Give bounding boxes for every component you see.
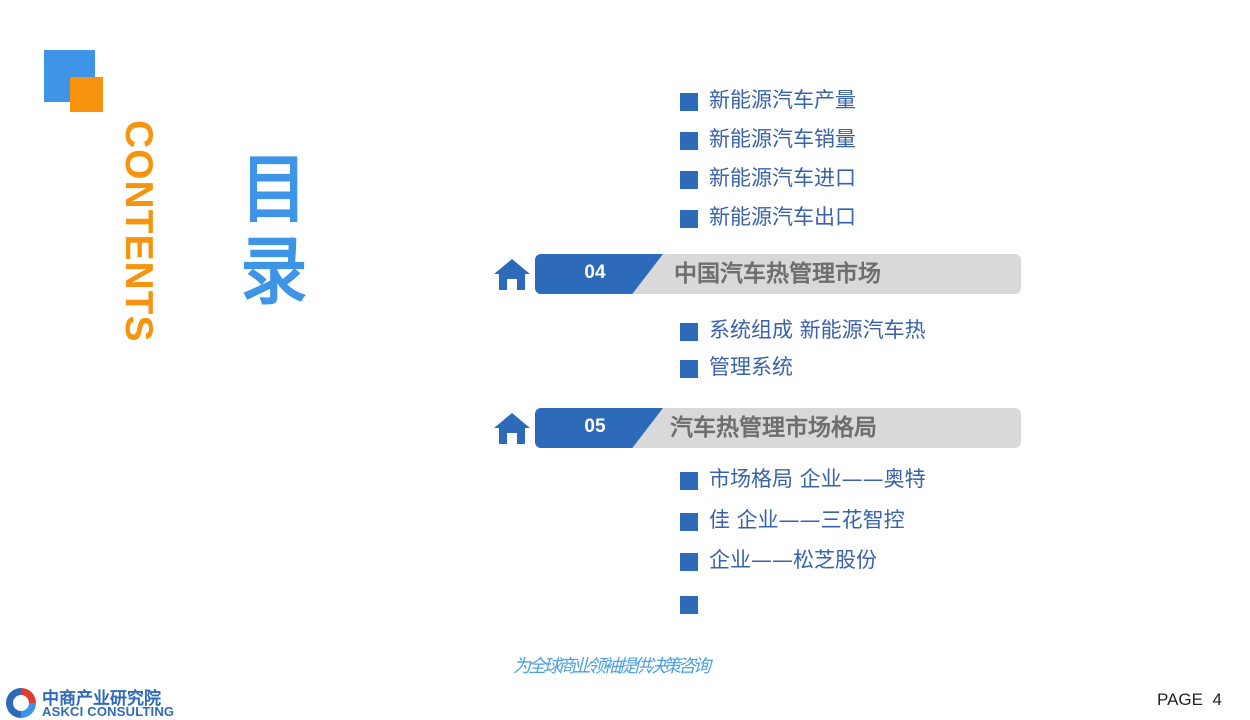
list-item-text: 新能源汽车产量 [709,88,856,112]
decorative-square-orange [70,77,103,112]
section-number: 04 [584,262,606,283]
company-logo: 中商产业研究院 ASKCI CONSULTING [4,684,174,720]
list-item-text: 新能源汽车销量 [709,127,856,151]
square-bullet-icon [680,513,698,531]
home-icon [494,259,530,290]
square-bullet-icon [680,553,698,571]
square-bullet-icon [680,472,698,490]
list-item-text: 新能源汽车出口 [709,205,856,229]
list-item-text: 佳 企业——三花智控 [709,508,905,532]
logo-mark-icon [6,688,36,718]
section-header-04: 04 中国汽车热管理市场 [493,254,1021,294]
page-label: PAGE [1157,690,1203,709]
list-item: 新能源汽车出口 [680,201,856,231]
list-item [680,587,709,617]
square-bullet-icon [680,93,698,111]
home-icon [494,413,530,444]
square-bullet-icon [680,360,698,378]
slogan: 为全球商业领袖提供决策咨询 [513,656,711,677]
list-item: 企业——松芝股份 [680,544,877,574]
square-bullet-icon [680,210,698,228]
square-bullet-icon [680,132,698,150]
section-number: 05 [584,416,606,437]
section-title: 中国汽车热管理市场 [674,261,881,287]
list-item: 新能源汽车销量 [680,123,856,153]
list-item-text: 新能源汽车进口 [709,166,856,190]
square-bullet-icon [680,171,698,189]
list-item: 管理系统 [680,351,793,381]
section-header-05: 05 汽车热管理市场格局 [493,408,1021,448]
square-bullet-icon [680,596,698,614]
logo-english-name: ASKCI CONSULTING [42,704,175,719]
contents-heading: CONTENTS [117,120,160,343]
mulu-heading: 目录 [229,150,307,314]
square-bullet-icon [680,323,698,341]
list-item: 新能源汽车进口 [680,162,856,192]
list-item: 系统组成 新能源汽车热 [680,314,926,344]
list-item-text: 市场格局 企业——奥特 [709,467,926,491]
list-item-text: 系统组成 新能源汽车热 [709,318,926,342]
page-number: PAGE 4 [1157,690,1222,710]
list-item: 市场格局 企业——奥特 [680,463,926,493]
section-title: 汽车热管理市场格局 [670,415,877,441]
logo-chinese-name: 中商产业研究院 [42,689,161,709]
list-item-text: 管理系统 [709,355,793,379]
list-item: 新能源汽车产量 [680,84,856,114]
list-item: 佳 企业——三花智控 [680,504,905,534]
list-item-text: 企业——松芝股份 [709,548,877,572]
page-number-value: 4 [1212,690,1222,709]
